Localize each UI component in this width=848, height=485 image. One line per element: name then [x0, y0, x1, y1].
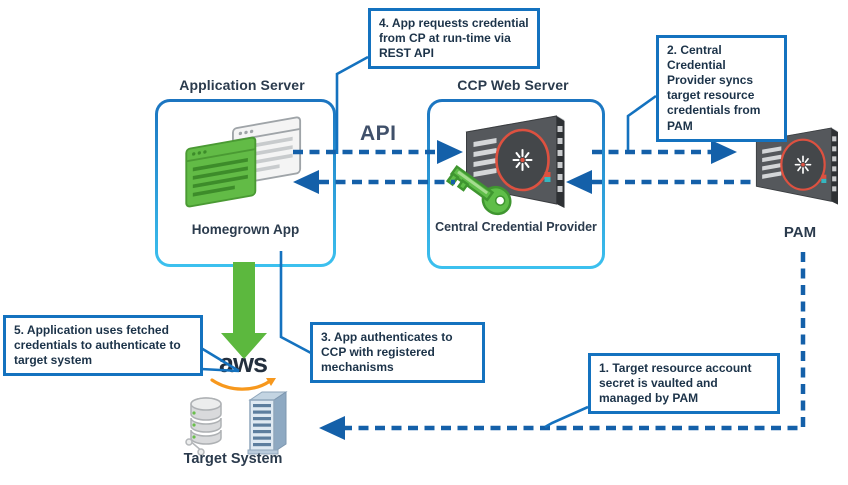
green-deploy-arrow	[221, 262, 267, 359]
homegrown-app-label: Homegrown App	[191, 222, 300, 237]
aws-smile-icon	[210, 378, 276, 391]
aws-logo-text: aws	[218, 348, 268, 378]
pam-label: PAM	[783, 224, 817, 241]
leader-step1	[544, 405, 589, 429]
target-system-label: Target System	[183, 451, 283, 467]
ccp-web-server-box: Central Credential Provider	[427, 99, 605, 269]
central-credential-provider-label: Central Credential Provider	[435, 220, 597, 234]
database-icon	[185, 397, 222, 456]
callout-step1: 1. Target resource account secret is vau…	[588, 353, 780, 415]
callout-step4: 4. App requests credential from CP at ru…	[368, 8, 540, 70]
ccp-web-server-title: CCP Web Server	[457, 77, 569, 93]
application-server-title: Application Server	[179, 77, 305, 93]
arrow-ccp-to-pam	[592, 140, 737, 164]
callout-step5: 5. Application uses fetched credentials …	[3, 315, 203, 377]
homegrown-app-icon	[185, 116, 302, 208]
callout-step2: 2. Central Credential Provider syncs tar…	[656, 35, 787, 142]
application-server-box: Homegrown App	[155, 99, 336, 267]
server-tower-icon	[247, 391, 288, 455]
key-icon	[445, 164, 512, 216]
api-label: API	[360, 122, 397, 145]
leader-step2	[626, 94, 657, 150]
callout-step3: 3. App authenticates to CCP with registe…	[310, 322, 485, 384]
